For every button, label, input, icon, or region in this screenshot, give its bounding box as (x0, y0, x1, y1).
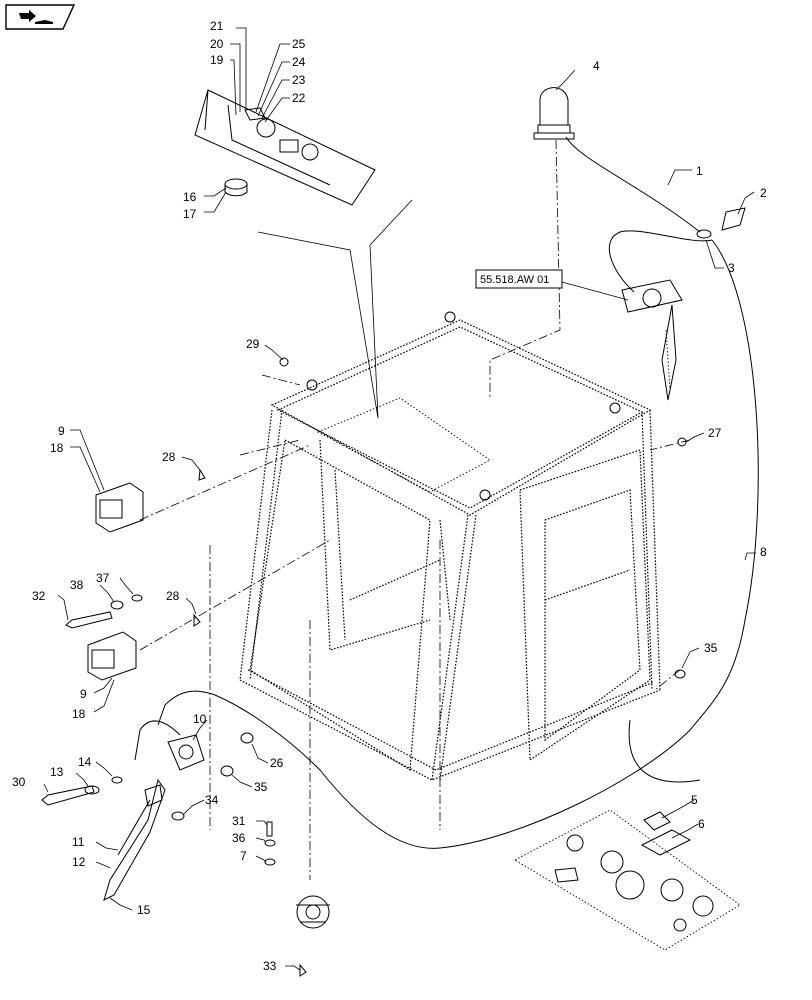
callout-18b: 18 (72, 707, 86, 721)
callout-13: 13 (50, 765, 64, 779)
callout-25: 25 (292, 37, 306, 51)
callout-23: 23 (292, 73, 306, 87)
control-panel-top (194, 89, 376, 206)
callout-9b: 9 (80, 687, 87, 701)
callout-6: 6 (698, 817, 705, 831)
callout-16: 16 (183, 190, 197, 204)
reference-label[interactable]: 55.518.AW 01 (480, 274, 549, 286)
callout-leaders (43, 27, 756, 971)
callout-21: 21 (210, 19, 224, 33)
callout-32: 32 (32, 589, 46, 603)
callout-20: 20 (210, 37, 224, 51)
callout-24: 24 (292, 55, 306, 69)
callout-4: 4 (593, 59, 600, 73)
rear-wiper-assembly (621, 279, 683, 401)
callout-15: 15 (137, 903, 151, 917)
callout-38: 38 (70, 578, 84, 592)
nav-icon-button[interactable] (5, 4, 76, 30)
callout-37: 37 (96, 571, 110, 585)
callout-27: 27 (708, 426, 722, 440)
callout-2: 2 (760, 186, 767, 200)
callout-31: 31 (232, 814, 246, 828)
reference-box[interactable] (475, 269, 563, 289)
callout-28b: 28 (166, 589, 180, 603)
cable-harness (157, 239, 759, 849)
cab-frame (239, 311, 661, 781)
callout-9a: 9 (58, 424, 65, 438)
speaker-upper (95, 482, 144, 533)
callout-labels: 21 20 19 25 24 23 22 16 17 4 1 2 3 29 27… (12, 19, 767, 973)
speaker-lower (87, 631, 137, 681)
rotary-knob (224, 178, 248, 197)
callout-35a: 35 (254, 780, 268, 794)
callout-17: 17 (183, 207, 197, 221)
beacon-lamp (533, 87, 575, 140)
callout-36: 36 (232, 831, 246, 845)
callout-30: 30 (12, 775, 26, 789)
callout-11: 11 (72, 835, 85, 849)
callout-10: 10 (193, 712, 207, 726)
callout-5: 5 (691, 793, 698, 807)
callout-22: 22 (292, 91, 306, 105)
front-wiper-assembly (103, 734, 205, 901)
instrument-decal-panel (514, 809, 741, 951)
book-arrow-icon (5, 4, 76, 30)
callout-8: 8 (760, 545, 767, 559)
rotary-switch (296, 895, 330, 929)
callout-28a: 28 (162, 450, 176, 464)
callout-7: 7 (240, 849, 247, 863)
callout-19: 19 (210, 53, 224, 67)
callout-18a: 18 (50, 441, 64, 455)
callout-3: 3 (728, 261, 735, 275)
callout-14: 14 (78, 755, 92, 769)
callout-26: 26 (270, 756, 284, 770)
callout-34: 34 (205, 793, 219, 807)
callout-29: 29 (246, 337, 260, 351)
callout-1: 1 (696, 164, 703, 178)
callout-12: 12 (72, 855, 86, 869)
callout-33: 33 (263, 959, 277, 973)
callout-35b: 35 (704, 641, 718, 655)
